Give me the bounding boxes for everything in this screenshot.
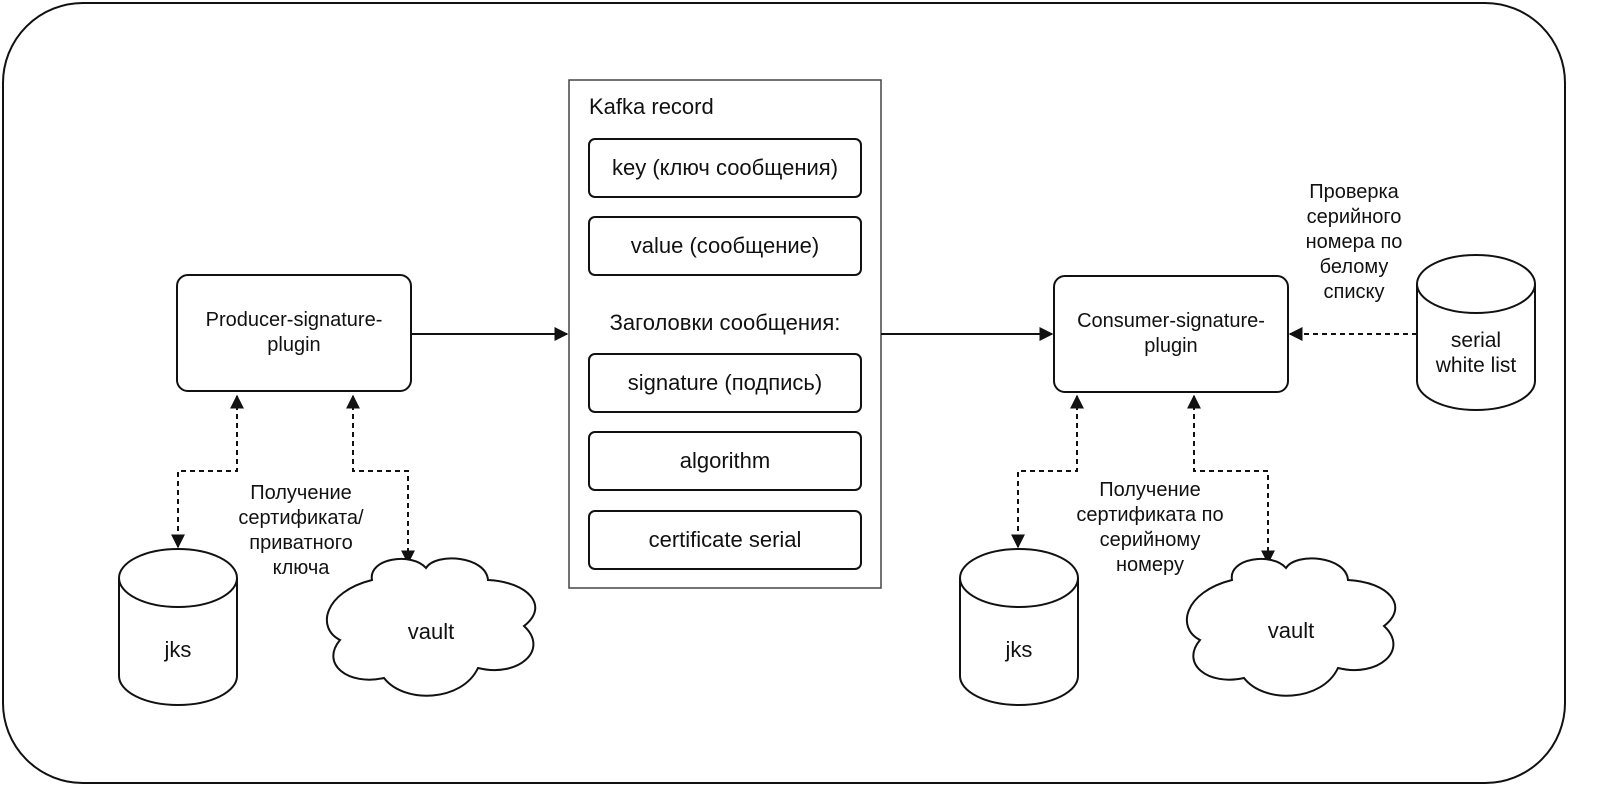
consumer-plugin-box: Consumer-signature-plugin xyxy=(1053,275,1289,393)
producer-plugin-label: Producer-signature-plugin xyxy=(205,309,383,356)
field-key: key (ключ сообщения) xyxy=(588,138,862,198)
field-algorithm: algorithm xyxy=(588,431,862,491)
producer-plugin-box: Producer-signature-plugin xyxy=(176,274,412,392)
whitelist-cylinder xyxy=(1416,254,1536,411)
consumer-jks-cylinder xyxy=(959,548,1079,706)
headers-title: Заголовки сообщения: xyxy=(609,310,841,335)
producer-fetch-label: Получение сертификата/ приватного ключа xyxy=(238,482,364,579)
producer-vault-label: vault xyxy=(407,619,455,644)
consumer-jks-label: jks xyxy=(1005,637,1033,662)
field-value: value (сообщение) xyxy=(588,216,862,276)
consumer-fetch-label: Получение сертификата по серийному номер… xyxy=(1076,479,1224,576)
kafka-record-title: Kafka record xyxy=(589,94,714,119)
producer-jks-cylinder xyxy=(118,548,238,706)
producer-vault-cloud xyxy=(325,557,537,697)
outer-container xyxy=(2,2,1566,784)
consumer-plugin-label: Consumer-signature-plugin xyxy=(1077,310,1265,357)
whitelist-label: serial white list xyxy=(1435,329,1517,377)
field-certificate-serial: certificate serial xyxy=(588,510,862,570)
whitelist-check-label: Проверка серийного номера по белому спис… xyxy=(1305,181,1403,303)
producer-jks-connector xyxy=(171,394,244,549)
field-signature: signature (подпись) xyxy=(588,353,862,413)
consumer-vault-connector xyxy=(1187,394,1275,565)
producer-jks-label: jks xyxy=(164,637,192,662)
consumer-vault-label: vault xyxy=(1267,618,1315,643)
consumer-vault-cloud xyxy=(1185,557,1397,697)
consumer-jks-connector xyxy=(1011,394,1084,549)
producer-vault-connector xyxy=(346,394,415,565)
